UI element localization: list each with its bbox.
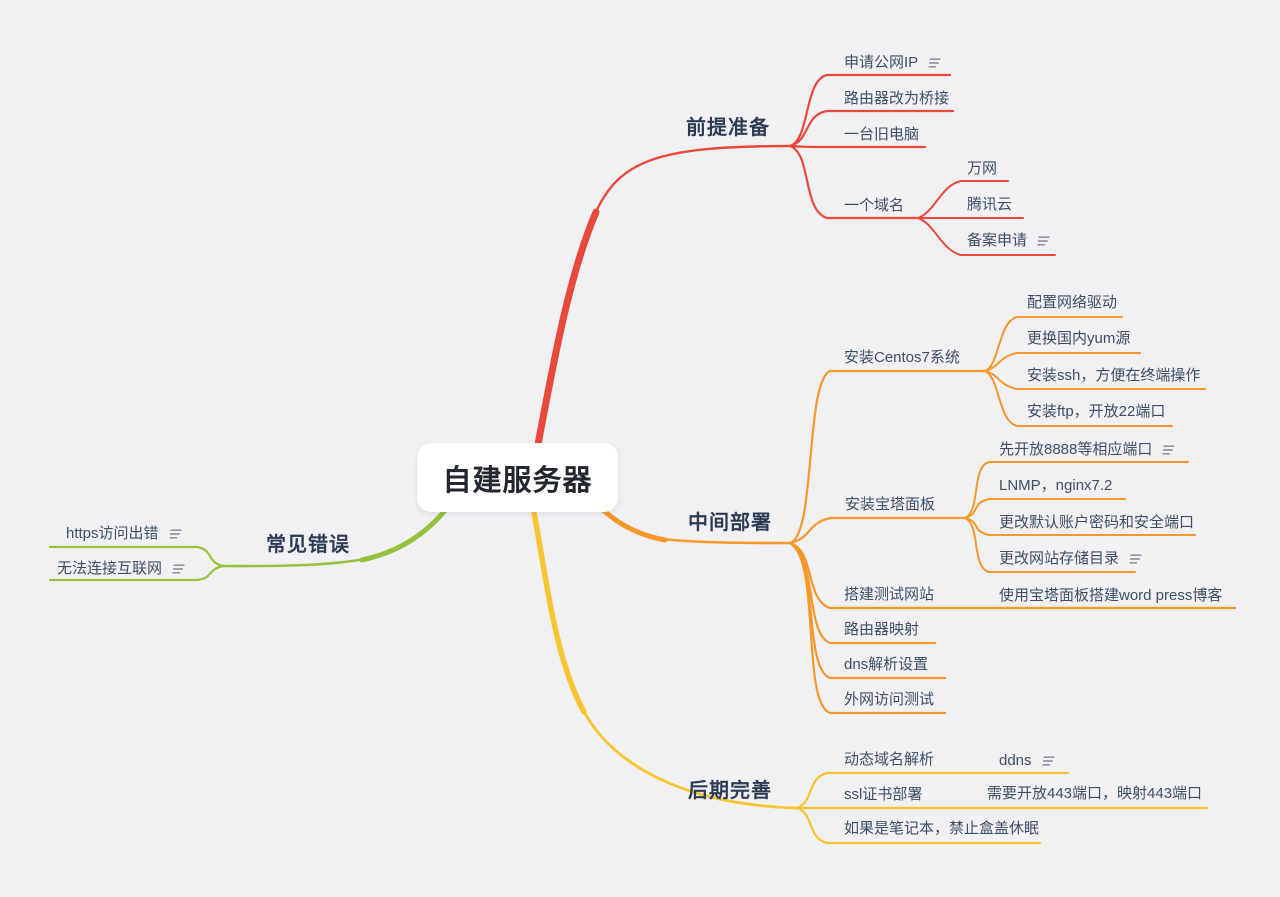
topic-label: 安装宝塔面板 [845,496,936,513]
topic-label: 路由器映射 [844,621,920,638]
topic-label: 如果是笔记本，禁止盒盖休眠 [844,820,1040,837]
topic-label: dns解析设置 [844,656,929,673]
topic-label: 搭建测试网站 [844,586,935,603]
topic-ddns[interactable]: ddns [999,751,1055,771]
topic-label: ddns [999,752,1032,769]
note-icon[interactable] [1161,444,1176,456]
branch-later-lines [531,509,1209,845]
topic-label: 外网访问测试 [844,691,935,708]
topic-laptop-no-sleep[interactable]: 如果是笔记本，禁止盒盖休眠 [844,819,1039,839]
topic-lnmp-nginx[interactable]: LNMP，nginx7.2 [999,476,1112,496]
branch-prep-lines [529,73,1056,474]
topic-wordpress-blog[interactable]: 使用宝塔面板搭建word press博客 [999,586,1222,606]
topic-label: 更改网站存储目录 [999,550,1120,567]
topic-label: 安装Centos7系统 [844,349,960,366]
central-topic-label: 自建服务器 [442,464,593,497]
topic-label: ssl证书部署 [844,786,923,803]
topic-configure-network-driver[interactable]: 配置网络驱动 [1027,293,1117,313]
note-icon[interactable] [168,528,182,540]
topic-install-bt-panel[interactable]: 安装宝塔面板 [845,495,935,515]
topic-domain-name[interactable]: 一个域名 [844,196,904,216]
topic-label: 腾讯云 [967,196,1013,213]
topic-install-ftp[interactable]: 安装ftp，开放22端口 [1027,402,1165,422]
topic-label: 万网 [967,160,998,177]
topic-tencent-cloud[interactable]: 腾讯云 [967,195,1012,215]
topic-change-default-credentials[interactable]: 更改默认账户密码和安全端口 [999,513,1194,533]
branch-deploy-lines [596,316,1237,715]
topic-label: 配置网络驱动 [1027,294,1118,311]
topic-open-port-443[interactable]: 需要开放443端口，映射443端口 [987,784,1202,804]
topic-label: 无法连接互联网 [57,560,163,577]
topic-label: 安装ftp，开放22端口 [1027,403,1166,420]
topic-label: LNMP，nginx7.2 [999,477,1113,494]
topic-label: 路由器改为桥接 [844,90,950,107]
note-icon[interactable] [171,563,185,575]
topic-label: 需要开放443端口，映射443端口 [987,785,1203,802]
main-topic-deploy[interactable]: 中间部署 [688,512,772,534]
topic-ssl-deploy[interactable]: ssl证书部署 [844,785,922,805]
topic-build-test-site[interactable]: 搭建测试网站 [844,585,934,605]
note-icon[interactable] [927,57,941,69]
topic-apply-public-ip[interactable]: 申请公网IP [844,53,941,73]
topic-no-internet[interactable]: 无法连接互联网 [57,559,185,579]
topic-icp-filing[interactable]: 备案申请 [967,231,1050,251]
topic-router-bridge-mode[interactable]: 路由器改为桥接 [844,89,949,109]
topic-change-site-directory[interactable]: 更改网站存储目录 [999,549,1142,569]
main-topic-prep[interactable]: 前提准备 [686,117,770,139]
topic-ddns-resolution[interactable]: 动态域名解析 [844,750,934,770]
main-topic-common-errors[interactable]: 常见错误 [266,534,350,556]
topic-label: 更换国内yum源 [1027,330,1131,347]
main-topic-later-stage[interactable]: 后期完善 [688,780,772,802]
topic-label: https访问出错 [66,525,159,542]
branch-errors-lines [48,505,450,582]
topic-old-computer[interactable]: 一台旧电脑 [844,125,919,145]
topic-label: 先开放8888等相应端口 [999,441,1153,458]
topic-label: 申请公网IP [844,54,919,71]
topic-label: 更改默认账户密码和安全端口 [999,514,1195,531]
topic-external-access-test[interactable]: 外网访问测试 [844,690,934,710]
topic-label: 动态域名解析 [844,751,935,768]
topic-router-port-mapping[interactable]: 路由器映射 [844,620,919,640]
topic-open-port-8888[interactable]: 先开放8888等相应端口 [999,440,1176,460]
topic-switch-yum-source[interactable]: 更换国内yum源 [1027,329,1130,349]
topic-install-centos7[interactable]: 安装Centos7系统 [844,348,960,368]
topic-label: 备案申请 [967,232,1028,249]
topic-label: 一台旧电脑 [844,126,920,143]
topic-https-error[interactable]: https访问出错 [66,524,182,544]
topic-install-ssh[interactable]: 安装ssh，方便在终端操作 [1027,366,1200,386]
note-icon[interactable] [1041,755,1055,767]
topic-label: 安装ssh，方便在终端操作 [1027,367,1201,384]
topic-label: 一个域名 [844,197,905,214]
topic-wanwang[interactable]: 万网 [967,159,997,179]
topic-dns-settings[interactable]: dns解析设置 [844,655,928,675]
note-icon[interactable] [1128,553,1142,565]
central-topic[interactable]: 自建服务器 [417,443,618,512]
note-icon[interactable] [1036,235,1050,247]
topic-label: 使用宝塔面板搭建word press博客 [999,587,1223,604]
